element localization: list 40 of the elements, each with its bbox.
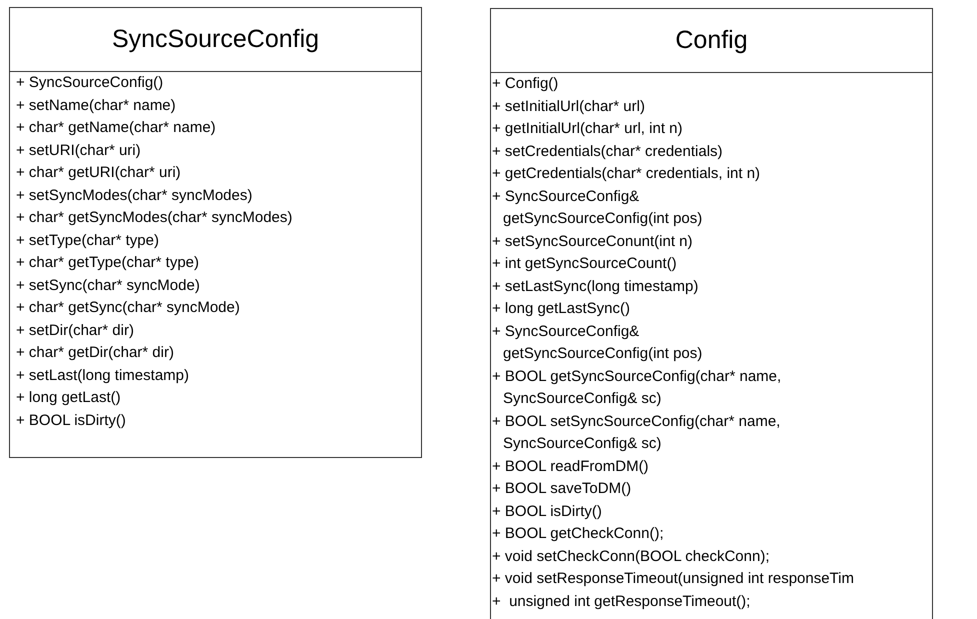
method-signature: + BOOL readFromDM(): [492, 456, 650, 476]
method-signature: + char* getDir(char* dir): [16, 343, 175, 363]
method-signature: + setName(char* name): [16, 96, 177, 116]
method-signature: + char* getName(char* name): [16, 118, 217, 138]
method-signature: + char* getSync(char* syncMode): [16, 298, 241, 318]
class-box: [490, 8, 933, 619]
method-signature: + setSync(char* syncMode): [16, 276, 201, 296]
method-signature: + setLast(long timestamp): [16, 366, 190, 386]
method-signature: + int getSyncSourceCount(): [492, 254, 678, 274]
method-signature: + getCredentials(char* credentials, int n): [492, 164, 762, 184]
method-signature: + setLastSync(long timestamp): [492, 276, 700, 296]
class-name: Config: [675, 26, 748, 55]
method-signature: + BOOL getCheckConn();: [492, 524, 665, 544]
method-signature: + setSyncSourceConunt(int n): [492, 232, 694, 252]
method-signature: + void setCheckConn(BOOL checkConn);: [492, 546, 770, 566]
method-signature: + long getLast(): [16, 388, 122, 408]
method-signature: + setType(char* type): [16, 230, 160, 250]
method-signature: + long getLastSync(): [492, 299, 631, 319]
method-signature: + char* getType(char* type): [16, 253, 200, 273]
method-signature: + Config(): [492, 74, 560, 94]
method-signature: + BOOL isDirty(): [16, 410, 127, 430]
method-signature: + char* getSyncModes(char* syncModes): [16, 208, 294, 228]
method-signature: + setSyncModes(char* syncModes): [16, 186, 254, 206]
method-signature: + BOOL isDirty(): [492, 502, 603, 522]
method-signature: + BOOL saveToDM(): [492, 479, 632, 499]
method-signature: + getInitialUrl(char* url, int n): [492, 119, 684, 139]
method-signature: + SyncSourceConfig& getSyncSourceConfig(int pos): [492, 186, 703, 229]
method-signature: + unsigned int getResponseTimeout();: [492, 592, 752, 612]
method-signature: + setDir(char* dir): [16, 320, 135, 340]
method-signature: + SyncSourceConfig(): [16, 73, 164, 93]
method-signature: + BOOL setSyncSourceConfig(char* name, SyncSourceConfig& sc): [492, 412, 782, 454]
method-signature: + setInitialUrl(char* url): [492, 96, 646, 116]
method-signature: + void setResponseTimeout(unsigned int responseTim: [492, 569, 855, 589]
method-signature: + setCredentials(char* credentials): [492, 142, 724, 162]
class-name: SyncSourceConfig: [112, 25, 320, 54]
method-signature: + char* getURI(char* uri): [16, 163, 182, 183]
class-box: [9, 7, 422, 458]
method-signature: + BOOL getSyncSourceConfig(char* name, SyncSourceConfig& sc): [492, 366, 782, 409]
method-signature: + SyncSourceConfig& getSyncSourceConfig(int pos): [492, 322, 703, 364]
method-signature: + setURI(char* uri): [16, 140, 142, 160]
